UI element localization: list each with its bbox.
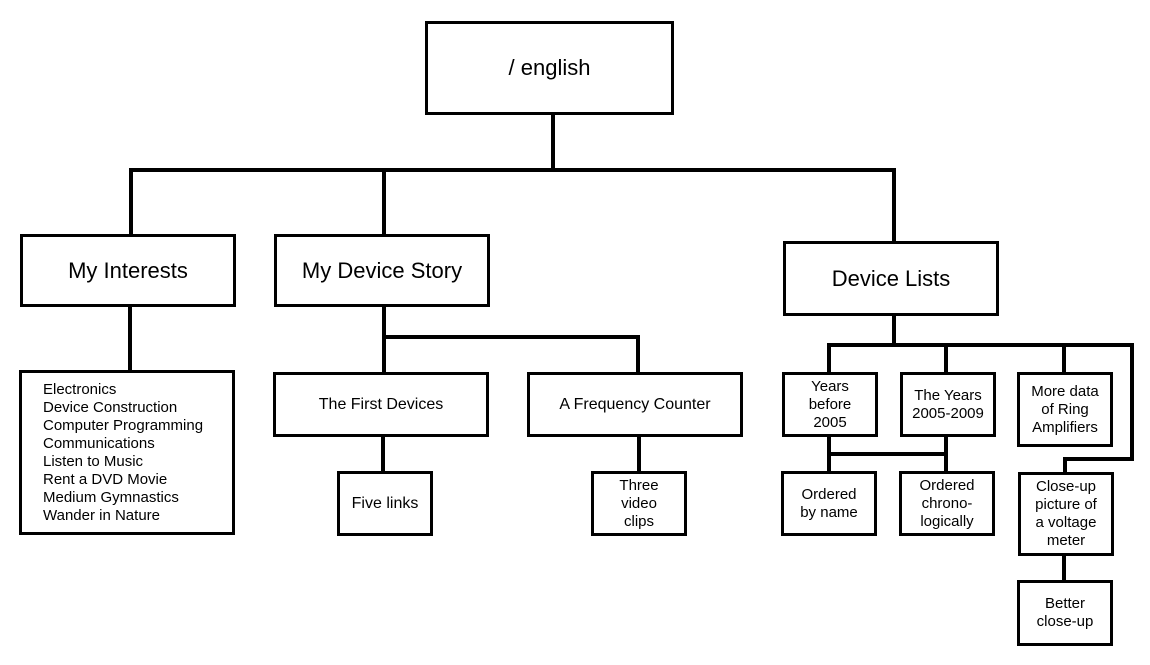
story-node[interactable]: My Device Story bbox=[274, 234, 490, 307]
years-2005-2009-node[interactable]: The Years 2005-2009 bbox=[900, 372, 996, 437]
frequency-counter-label: A Frequency Counter bbox=[559, 395, 711, 413]
story-label: My Device Story bbox=[301, 257, 463, 283]
interests-list: Electronics Device Construction Computer… bbox=[43, 381, 203, 525]
interests-list-node: Electronics Device Construction Computer… bbox=[19, 370, 235, 535]
interests-node[interactable]: My Interests bbox=[20, 234, 236, 307]
interest-item: Device Construction bbox=[43, 399, 178, 416]
interest-item: Rent a DVD Movie bbox=[43, 471, 168, 488]
five-links-node[interactable]: Five links bbox=[337, 471, 433, 536]
interest-item: Wander in Nature bbox=[43, 507, 160, 524]
five-links-label: Five links bbox=[351, 494, 419, 512]
connector-voltage-meter bbox=[1063, 345, 1134, 474]
lists-node[interactable]: Device Lists bbox=[783, 241, 999, 316]
video-clips-node[interactable]: Three video clips bbox=[591, 471, 687, 536]
first-devices-label: The First Devices bbox=[318, 395, 444, 413]
root-label: / english bbox=[508, 55, 591, 80]
ring-amplifiers-node[interactable]: More data of Ring Amplifiers bbox=[1017, 372, 1113, 447]
frequency-counter-node[interactable]: A Frequency Counter bbox=[527, 372, 743, 437]
interest-item: Communications bbox=[43, 435, 155, 452]
before-2005-label: Years before 2005 bbox=[808, 377, 852, 431]
voltage-meter-node[interactable]: Close-up picture of a voltage meter bbox=[1018, 472, 1114, 556]
first-devices-node[interactable]: The First Devices bbox=[273, 372, 489, 437]
interest-item: Electronics bbox=[43, 381, 117, 398]
interest-item: Computer Programming bbox=[43, 417, 204, 434]
connector-story-freq bbox=[384, 335, 640, 374]
interest-item: Medium Gymnastics bbox=[43, 489, 179, 506]
lists-label: Device Lists bbox=[831, 265, 951, 291]
ordered-by-name-label: Ordered by name bbox=[800, 485, 858, 521]
ordered-chrono-node[interactable]: Ordered chrono-logically bbox=[899, 471, 995, 536]
root-node[interactable]: / english bbox=[425, 21, 674, 115]
better-closeup-label: Better close-up bbox=[1036, 595, 1094, 630]
before-2005-node[interactable]: Years before 2005 bbox=[782, 372, 878, 437]
video-clips-label: Three video clips bbox=[619, 476, 659, 530]
years-2005-2009-label: The Years 2005-2009 bbox=[912, 386, 984, 422]
interests-label: My Interests bbox=[68, 257, 188, 283]
ordered-chrono-label: Ordered chrono-logically bbox=[919, 476, 975, 530]
ordered-by-name-node[interactable]: Ordered by name bbox=[781, 471, 877, 536]
interest-item: Listen to Music bbox=[43, 453, 144, 470]
ring-amplifiers-label: More data of Ring Amplifiers bbox=[1031, 382, 1099, 436]
voltage-meter-label: Close-up picture of a voltage meter bbox=[1035, 478, 1097, 549]
better-closeup-node[interactable]: Better close-up bbox=[1017, 580, 1113, 646]
